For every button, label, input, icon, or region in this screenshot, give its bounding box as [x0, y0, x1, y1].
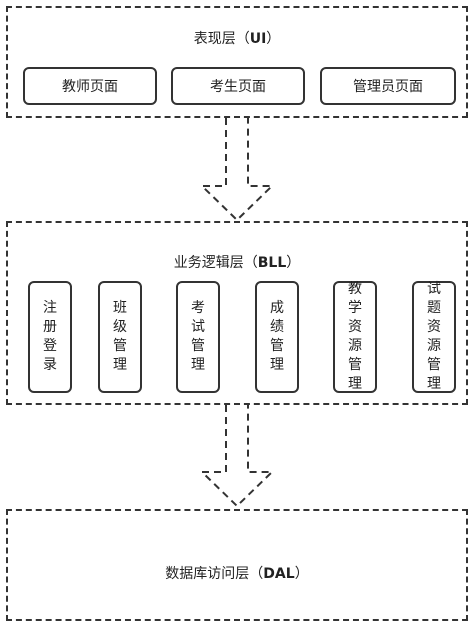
module-char: 管 [348, 357, 362, 373]
module-char: 教 [348, 281, 362, 297]
module-class-management: 班级管理 [98, 281, 142, 393]
module-char: 成 [270, 300, 284, 316]
module-char: 登 [43, 338, 57, 354]
module-char: 理 [348, 376, 362, 392]
module-score-management: 成绩管理 [255, 281, 299, 393]
module-char: 管 [191, 338, 205, 354]
module-char: 理 [113, 357, 127, 373]
module-char: 理 [270, 357, 284, 373]
module-char: 试 [427, 281, 441, 297]
module-char: 注 [43, 300, 57, 316]
module-char: 册 [43, 319, 57, 335]
module-char: 考 [191, 300, 205, 316]
module-char: 资 [348, 319, 362, 335]
admin-page-box: 管理员页面 [320, 67, 456, 105]
ui-layer-title: 表现层（UI） [193, 31, 281, 47]
module-char: 资 [427, 319, 441, 335]
teacher-page-box: 教师页面 [23, 67, 157, 105]
module-char: 录 [43, 357, 57, 373]
ui-layer: 表现层（UI） 教师页面 考生页面 管理员页面 [6, 6, 468, 118]
examinee-page-box: 考生页面 [171, 67, 305, 105]
module-char: 题 [427, 300, 441, 316]
module-char: 理 [191, 357, 205, 373]
bll-layer-title: 业务逻辑层（BLL） [173, 255, 301, 271]
module-char: 级 [113, 319, 127, 335]
module-register-login: 注册登录 [28, 281, 72, 393]
module-char: 试 [191, 319, 205, 335]
dal-layer: 数据库访问层（DAL） [6, 509, 468, 621]
module-char: 理 [427, 376, 441, 392]
bll-layer: 业务逻辑层（BLL） 注册登录 班级管理 考试管理 成绩管理 教学资源管理 试题… [6, 221, 468, 405]
module-char: 绩 [270, 319, 284, 335]
module-question-resource-management: 试题资源管理 [412, 281, 456, 393]
module-char: 管 [427, 357, 441, 373]
dal-layer-title: 数据库访问层（DAL） [165, 566, 309, 582]
module-char: 管 [270, 338, 284, 354]
module-char: 源 [427, 338, 441, 354]
module-char: 管 [113, 338, 127, 354]
module-teaching-resource-management: 教学资源管理 [333, 281, 377, 393]
module-char: 学 [348, 300, 362, 316]
module-exam-management: 考试管理 [176, 281, 220, 393]
module-char: 班 [113, 300, 127, 316]
module-char: 源 [348, 338, 362, 354]
